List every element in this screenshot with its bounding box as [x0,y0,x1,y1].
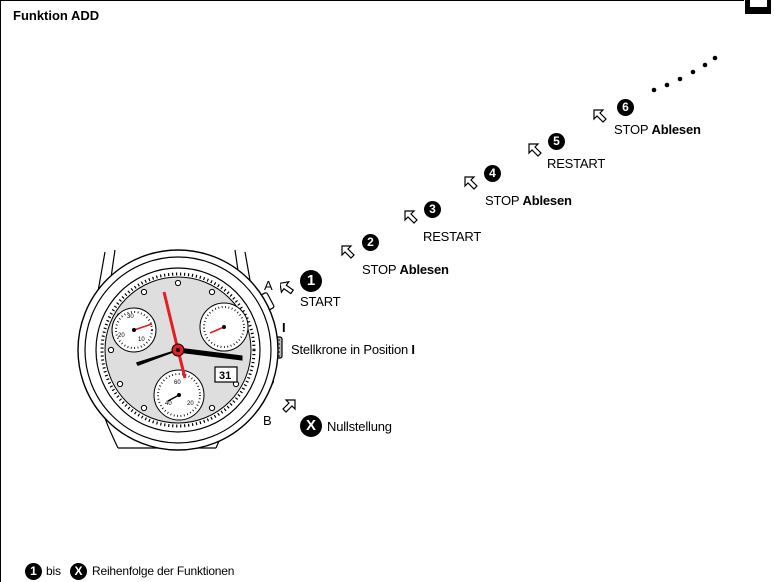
corner-tab [745,0,771,14]
pusher-a-label: A [264,278,273,293]
subdial-left-label-10: 10 [138,337,145,343]
step-badge-6: 6 [617,99,634,116]
subdial-bottom-label-60: 60 [174,380,181,386]
step-label-4: STOP Ablesen [485,193,572,208]
press-arrow-icon [528,143,542,157]
reset-badge: X [300,415,322,437]
step-text-5: RESTART [547,156,606,171]
date-window-number: 31 [219,370,231,382]
step-bold-4: Ablesen [522,193,572,208]
frame-top-border [0,0,744,1]
chronograph-watch-illustration: 30 20 10 60 40 20 31 [77,249,283,451]
step-badge-4: 4 [484,165,501,182]
step-text-4: STOP [485,193,523,208]
continuation-dots [651,55,718,93]
step-label-3: RESTART [423,229,481,244]
step-text-2: STOP [362,262,400,277]
step-label-2: STOP Ablesen [362,262,449,277]
crown-position-marker: I [282,320,286,335]
step-text-3: RESTART [423,229,482,244]
step-bold-2: Ablesen [399,262,449,277]
step-bold-6: Ablesen [651,122,701,137]
crown-label-bold: I [411,342,415,357]
step-badge-3: 3 [424,201,441,218]
legend-text: Reihenfolge der Funktionen [92,564,235,578]
press-arrow-icon [464,176,478,190]
crown-position-label: Stellkrone in Position I [291,342,415,357]
step-label-6: STOP Ablesen [614,122,701,137]
legend-from-badge: 1 [25,563,42,580]
frame-left-border [0,0,1,582]
subdial-left-label-30: 30 [127,314,134,320]
step-badge-1: 1 [300,270,322,292]
press-arrow-icon [593,109,607,123]
press-arrow-icon [341,245,355,259]
legend-to-word: bis [46,564,61,578]
page-title: Funktion ADD [13,8,100,23]
step-label-1: START [300,294,341,309]
reset-label: Nullstellung [327,419,392,434]
press-arrow-icon [282,399,296,413]
step-text-1: START [300,294,341,309]
step-badge-2: 2 [362,234,379,251]
step-text-6: STOP [614,122,652,137]
crown-label-text: Stellkrone in Position [291,342,412,357]
subdial-bottom-label-40: 40 [165,401,172,407]
subdial-left-label-20: 20 [118,333,125,339]
subdial-bottom-label-20: 20 [187,401,194,407]
pusher-b-label: B [263,413,272,428]
press-arrow-icon [280,281,295,295]
legend-to-badge: X [70,563,87,580]
step-label-5: RESTART [547,156,605,171]
step-badge-5: 5 [548,133,565,150]
press-arrow-icon [404,210,418,224]
